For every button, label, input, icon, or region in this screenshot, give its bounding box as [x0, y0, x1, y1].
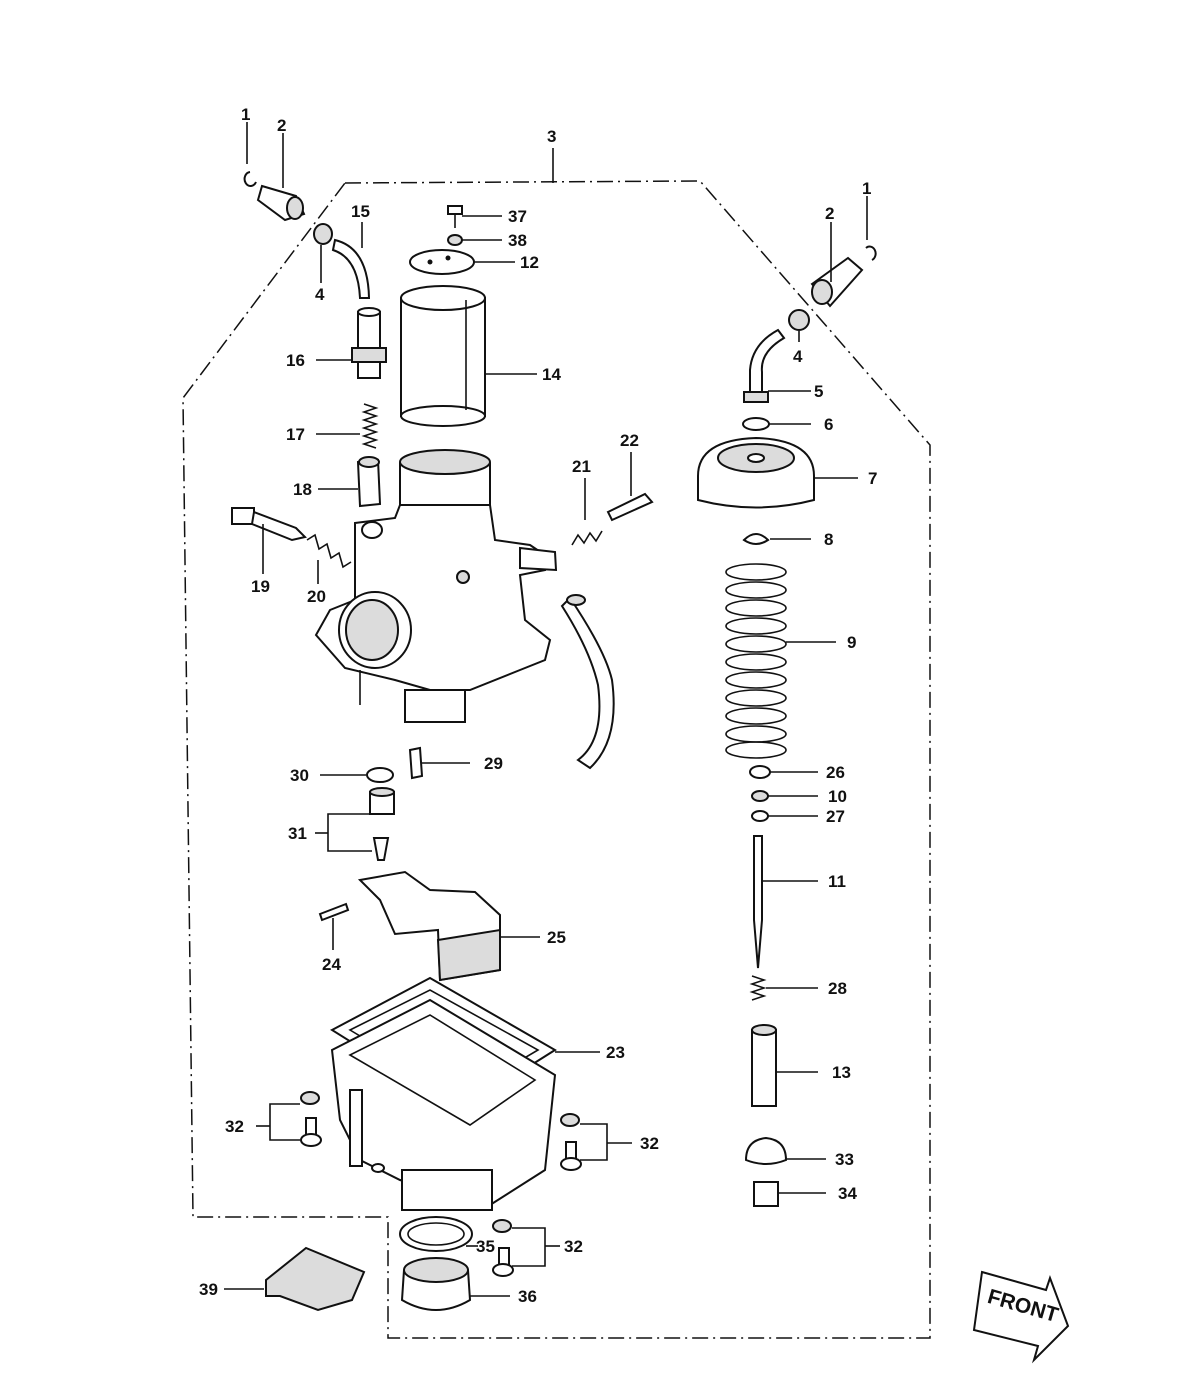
callout-2: 2: [277, 116, 286, 135]
callout-39: 39: [199, 1280, 218, 1299]
callout-16: 16: [286, 351, 305, 370]
callout-35: 35: [476, 1237, 495, 1256]
screw-32b: [560, 1141, 582, 1171]
callout-18: 18: [293, 480, 312, 499]
callout-14: 14: [542, 365, 561, 384]
callout-28: 28: [828, 979, 847, 998]
throttle-valve-14: [400, 285, 486, 427]
valve-seat-31: [369, 787, 395, 861]
washer-30: [366, 767, 394, 783]
carburetor-body: [314, 449, 558, 723]
callout-27: 27: [826, 807, 845, 826]
callout-8: 8: [824, 530, 833, 549]
clip-10: [751, 790, 769, 802]
callout-31: 31: [288, 824, 307, 843]
callout-29: 29: [484, 754, 503, 773]
callout-34: 34: [838, 1184, 857, 1203]
pilot-jet-29: [408, 746, 424, 780]
screw-32a: [300, 1117, 322, 1147]
callout-9: 9: [847, 633, 856, 652]
screw-32c: [492, 1247, 514, 1277]
adjuster-cap-right: [810, 256, 864, 308]
callout-33: 33: [835, 1150, 854, 1169]
callout-7: 7: [868, 469, 877, 488]
nut-right: [788, 309, 810, 331]
washer-6: [742, 417, 770, 431]
callout-1: 1: [862, 179, 871, 198]
clip-right: [865, 245, 877, 261]
main-jet-34: [753, 1181, 779, 1207]
air-screw-19: [231, 507, 307, 542]
plate-12: [409, 249, 475, 275]
callout-36: 36: [518, 1287, 537, 1306]
spring-20: [306, 533, 352, 569]
jet-needle-11: [753, 835, 763, 969]
hose: [560, 596, 615, 770]
bent-pipe-15: [331, 238, 371, 299]
callout-10: 10: [828, 787, 847, 806]
washer-32c: [492, 1219, 512, 1233]
callout-24: 24: [322, 955, 341, 974]
screw-22: [606, 492, 654, 522]
callout-1: 1: [241, 105, 250, 124]
callout-4: 4: [315, 285, 325, 304]
spring-28: [749, 975, 767, 1001]
callout-32: 32: [225, 1117, 244, 1136]
callout-2: 2: [825, 204, 834, 223]
float-25: [357, 870, 501, 982]
assembly-boundary: [182, 180, 931, 1339]
callout-32: 32: [640, 1134, 659, 1153]
spring-17: [361, 403, 379, 449]
callout-21: 21: [572, 457, 591, 476]
callout-4: 4: [793, 347, 803, 366]
fitting-16: [351, 307, 387, 379]
washer-38: [447, 234, 463, 246]
callout-11: 11: [828, 872, 846, 891]
adjuster-cap-left: [256, 184, 306, 222]
clip-left: [243, 171, 257, 187]
float-pin-24: [318, 902, 350, 922]
drain-plug-36: [400, 1257, 472, 1311]
callout-32: 32: [564, 1237, 583, 1256]
callout-3: 3: [547, 127, 556, 146]
callout-20: 20: [307, 587, 326, 606]
front-arrow-icon: [972, 1270, 1070, 1364]
washer-32b: [560, 1113, 580, 1127]
washer-27: [751, 810, 769, 822]
callout-38: 38: [508, 231, 527, 250]
seat-26: [749, 765, 771, 779]
callout-13: 13: [832, 1063, 851, 1082]
nut-left: [313, 223, 333, 245]
callout-5: 5: [814, 382, 823, 401]
washer-32a: [300, 1091, 320, 1105]
clip-8: [742, 533, 770, 545]
baffle-33: [744, 1136, 788, 1165]
part-39: [265, 1246, 366, 1312]
float-bowl: [330, 998, 557, 1211]
callout-25: 25: [547, 928, 566, 947]
o-ring-35: [399, 1216, 473, 1252]
callout-23: 23: [606, 1043, 625, 1062]
needle-jet-13: [751, 1024, 777, 1107]
callout-6: 6: [824, 415, 833, 434]
callout-17: 17: [286, 425, 305, 444]
callout-19: 19: [251, 577, 270, 596]
spring-9: [725, 563, 787, 759]
callout-22: 22: [620, 431, 639, 450]
callout-30: 30: [290, 766, 309, 785]
callout-12: 12: [520, 253, 539, 272]
callout-15: 15: [351, 202, 370, 221]
spring-21: [571, 530, 603, 546]
callout-37: 37: [508, 207, 527, 226]
mixing-chamber-cap-7: [697, 436, 815, 509]
callout-26: 26: [826, 763, 845, 782]
elbow-5: [749, 328, 786, 393]
screw-37: [447, 205, 463, 215]
